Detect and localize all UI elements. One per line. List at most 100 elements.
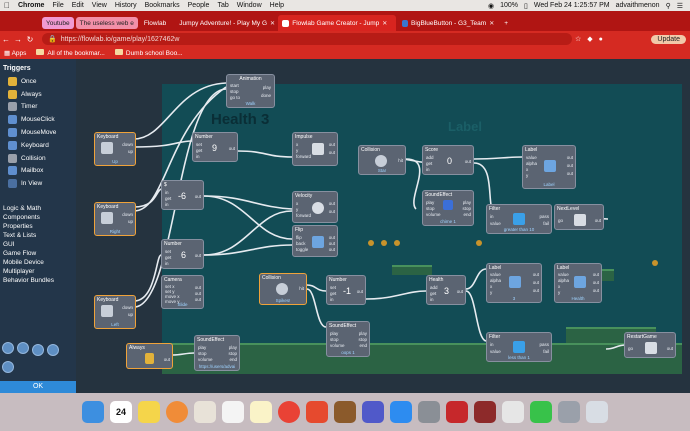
node-soundeffect-url[interactable]: SoundEffect play stop volume play stop e… xyxy=(194,335,240,371)
node-keyboard-right[interactable]: Keyboard down up Right xyxy=(94,202,136,236)
category-item[interactable]: Behavior Bundles xyxy=(3,277,54,285)
trigger-item[interactable]: Once xyxy=(0,75,76,88)
bookmark-apps[interactable]: ▦ Apps xyxy=(4,50,27,57)
facetime-icon[interactable] xyxy=(530,401,552,423)
menu-tab[interactable]: Tab xyxy=(217,2,229,9)
node-always[interactable]: Always out xyxy=(126,343,173,369)
behavior-canvas[interactable]: Health 3 Label xyxy=(76,59,690,393)
menu-people[interactable]: People xyxy=(187,2,210,9)
trigger-item[interactable]: Timer xyxy=(0,101,76,114)
battery-icon[interactable]: ▯ xyxy=(523,2,528,10)
node-health[interactable]: Health add get in 3 out xyxy=(426,275,466,305)
roblox-icon[interactable] xyxy=(502,401,524,423)
node-animation[interactable]: Animation start stop go to play done Wal… xyxy=(226,74,275,108)
tab-jumpy-adventure[interactable]: Jumpy Adventure! - Play My G✕ xyxy=(172,15,276,31)
category-item[interactable]: Logic & Math xyxy=(3,205,41,213)
minecraft-icon[interactable] xyxy=(334,401,356,423)
tab-youtube[interactable]: Youtube xyxy=(42,17,74,29)
node-flip[interactable]: Flip flip back toggle out out out xyxy=(292,225,338,257)
finder-icon[interactable] xyxy=(82,401,104,423)
bookmark-dumb-school[interactable]: Dumb school Boo... xyxy=(114,49,183,57)
node-filter-top[interactable]: Filter in value pass fail greater than 1… xyxy=(486,204,552,234)
tab-flowlab[interactable]: Flowlab xyxy=(140,15,170,31)
trash-icon[interactable] xyxy=(586,401,608,423)
trigger-item[interactable]: Keyboard xyxy=(0,139,76,152)
category-item[interactable]: Properties xyxy=(3,223,33,231)
trigger-item[interactable]: MouseMove xyxy=(0,126,76,139)
node-label-health[interactable]: Label value alpha x y out out out Health xyxy=(554,263,602,303)
node-collision-spikes[interactable]: Collision hit Spikes! xyxy=(259,273,307,305)
stop-icon[interactable] xyxy=(2,361,14,373)
node-number-6[interactable]: Number set get in 6 out xyxy=(161,239,204,269)
node-soundeffect-chime[interactable]: SoundEffect play stop volume play stop e… xyxy=(422,190,474,226)
control-center-icon[interactable]: ☰ xyxy=(676,2,683,10)
node-restartgame[interactable]: RestartGame go out xyxy=(624,332,676,358)
node-soundeffect-oops[interactable]: SoundEffect play stop volume play stop e… xyxy=(326,321,370,357)
user-name[interactable]: advaithmenon xyxy=(615,2,660,9)
menu-edit[interactable]: Edit xyxy=(71,2,84,9)
notes-icon[interactable] xyxy=(250,401,272,423)
category-item[interactable]: GUI xyxy=(3,241,15,249)
font-book-icon[interactable] xyxy=(558,401,580,423)
close-tab-icon[interactable]: ✕ xyxy=(489,20,495,27)
reload-icon[interactable]: ↻ xyxy=(26,34,34,44)
teams-icon[interactable] xyxy=(362,401,384,423)
node-filter-bottom[interactable]: Filter in value pass fail less than 1 xyxy=(486,332,552,362)
forward-icon[interactable]: → xyxy=(14,34,22,44)
new-tab-button[interactable]: + xyxy=(504,19,509,27)
zoom-in-icon[interactable] xyxy=(2,342,14,354)
apple-icon[interactable]:  xyxy=(0,1,14,10)
node-camera[interactable]: Camera set x set y move x move y out out… xyxy=(161,275,204,309)
extension-icon[interactable]: ◆ xyxy=(587,36,593,43)
tab-bigbluebutton[interactable]: BigBlueButton - G3_Team✕ xyxy=(398,15,498,31)
node-velocity[interactable]: Velocity x y forward out out xyxy=(292,191,338,223)
calendar-icon[interactable]: 24 xyxy=(110,401,132,423)
category-item[interactable]: Mobile Device xyxy=(3,259,44,267)
app-store-icon[interactable] xyxy=(390,401,412,423)
node-label-mid[interactable]: Label value alpha x y out out out 3 xyxy=(486,263,542,303)
category-item[interactable]: Multiplayer xyxy=(3,268,35,276)
photo-booth-icon[interactable] xyxy=(446,401,468,423)
profile-avatar[interactable]: ● xyxy=(598,35,603,43)
battery-percent[interactable]: 100% xyxy=(500,2,518,9)
menu-history[interactable]: History xyxy=(114,2,137,9)
tab-useless-web[interactable]: The useless web e xyxy=(75,17,138,29)
bookmark-all[interactable]: All of the bookmar... xyxy=(36,49,105,57)
back-icon[interactable]: ← xyxy=(2,34,10,44)
spotlight-icon[interactable]: ⚲ xyxy=(665,2,671,10)
stickies-icon[interactable] xyxy=(138,401,160,423)
dictionary-icon[interactable] xyxy=(474,401,496,423)
trigger-item[interactable]: Mailbox xyxy=(0,165,76,178)
node-label-top[interactable]: Label value alpha x y out out out Label xyxy=(522,145,576,189)
contacts-icon[interactable] xyxy=(194,401,216,423)
clock[interactable]: Wed Feb 24 1:25:57 PM xyxy=(533,2,610,9)
close-tab-icon[interactable]: ✕ xyxy=(382,20,388,27)
menu-window[interactable]: Window xyxy=(236,2,262,9)
trigger-item[interactable]: Always xyxy=(0,88,76,101)
menu-bookmarks[interactable]: Bookmarks xyxy=(144,2,180,9)
menu-view[interactable]: View xyxy=(91,2,107,9)
node-nextlevel[interactable]: NextLevel go out xyxy=(554,204,604,230)
node-keyboard-up[interactable]: Keyboard down up Up xyxy=(94,132,136,166)
close-tab-icon[interactable]: ✕ xyxy=(270,20,276,27)
menu-app-name[interactable]: Chrome xyxy=(18,2,45,9)
zoom-out-icon[interactable] xyxy=(17,342,29,354)
play-icon[interactable] xyxy=(32,344,44,356)
menu-help[interactable]: Help xyxy=(269,2,285,9)
node-collision-star[interactable]: Collision hit Star xyxy=(358,145,406,175)
tab-flowlab-game-creator[interactable]: Flowlab Game Creator - Jump✕ xyxy=(278,15,397,31)
office-icon[interactable] xyxy=(306,401,328,423)
wifi-icon[interactable]: ◉ xyxy=(487,2,495,10)
node-score[interactable]: Score add get in 0 out xyxy=(422,145,474,175)
node-impulse[interactable]: Impulse x y forward out out xyxy=(292,132,338,166)
update-button[interactable]: Update xyxy=(651,34,686,44)
pause-icon[interactable] xyxy=(47,344,59,356)
ok-button[interactable]: OK xyxy=(0,381,76,393)
reminders-icon[interactable] xyxy=(222,401,244,423)
category-item[interactable]: Game Flow xyxy=(3,250,37,258)
node-number-neg1[interactable]: Number set get in -1 out xyxy=(326,275,366,305)
node-keyboard-left[interactable]: Keyboard down up Left xyxy=(94,295,136,329)
category-item[interactable]: Text & Lists xyxy=(3,232,37,240)
url-field[interactable]: 🔒 https://flowlab.io/game/play/1627462w xyxy=(42,33,572,45)
node-number-9[interactable]: Number set get in 9 out xyxy=(192,132,238,162)
